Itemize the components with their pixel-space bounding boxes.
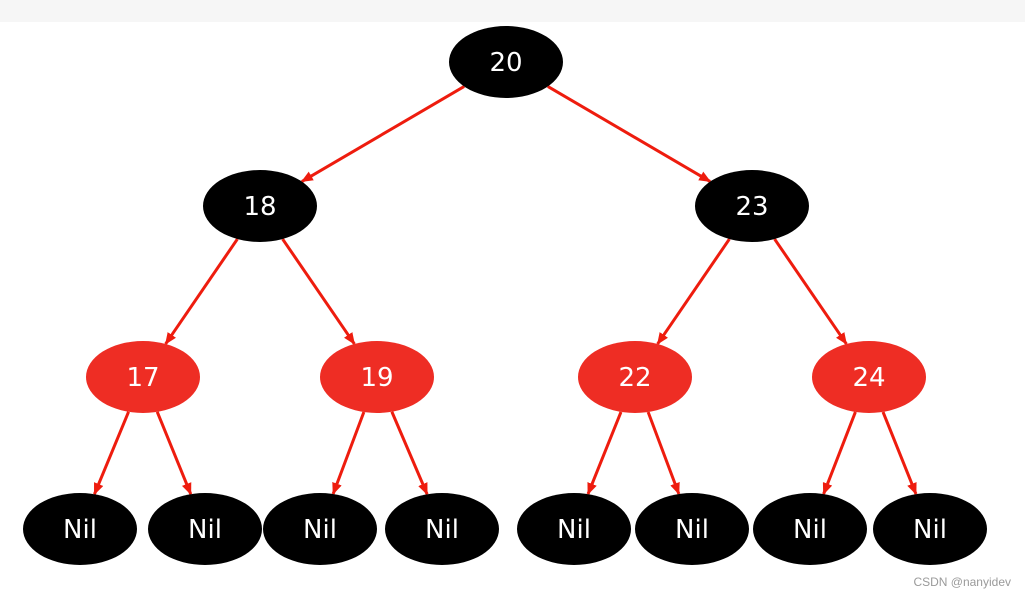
edge-19-to-nil (390, 411, 429, 496)
nil-leaf-node: Nil (263, 493, 377, 565)
tree-node-18-shape (203, 170, 317, 242)
edge-17-to-nil (93, 411, 130, 496)
nil-leaf-node: Nil (23, 493, 137, 565)
nil-leaf-node-shape (873, 493, 987, 565)
edge-24-to-nil (881, 411, 918, 496)
nil-leaf-node-shape (385, 493, 499, 565)
edge-20-to-18 (300, 85, 465, 183)
tree-node-22: 22 (578, 341, 692, 413)
tree-node-20-label: 20 (489, 48, 522, 78)
edge-17-to-nil (155, 411, 193, 496)
edges-group (93, 85, 918, 496)
edge-22-to-nil (586, 411, 623, 496)
nil-leaf-node-shape (23, 493, 137, 565)
nil-leaf-node-label: Nil (63, 515, 97, 545)
tree-node-17-label: 17 (126, 363, 159, 393)
nil-leaf-node-label: Nil (188, 515, 222, 545)
nil-leaf-node: Nil (517, 493, 631, 565)
nil-leaf-node-shape (517, 493, 631, 565)
nil-leaf-node: Nil (148, 493, 262, 565)
tree-node-23: 23 (695, 170, 809, 242)
tree-node-20-shape (449, 26, 563, 98)
edge-23-to-24 (773, 238, 848, 345)
nil-leaf-node: Nil (635, 493, 749, 565)
tree-node-24-label: 24 (852, 363, 885, 393)
tree-node-20: 20 (449, 26, 563, 98)
tree-node-24-shape (812, 341, 926, 413)
tree-node-19-label: 19 (360, 363, 393, 393)
edge-20-to-23 (547, 85, 712, 183)
edge-24-to-nil (822, 411, 857, 495)
nil-leaf-node-shape (148, 493, 262, 565)
nil-leaf-node-label: Nil (303, 515, 337, 545)
tree-node-19: 19 (320, 341, 434, 413)
nil-leaf-node-label: Nil (793, 515, 827, 545)
nil-leaf-node-label: Nil (425, 515, 459, 545)
nil-leaf-node-shape (753, 493, 867, 565)
edge-23-to-22 (656, 238, 731, 345)
tree-node-17: 17 (86, 341, 200, 413)
tree-node-23-shape (695, 170, 809, 242)
tree-node-19-shape (320, 341, 434, 413)
tree-node-17-shape (86, 341, 200, 413)
edge-18-to-19 (281, 238, 356, 345)
nil-leaf-node-shape (635, 493, 749, 565)
nil-leaf-node-shape (263, 493, 377, 565)
nil-leaf-node: Nil (753, 493, 867, 565)
tree-node-18: 18 (203, 170, 317, 242)
tree-node-24: 24 (812, 341, 926, 413)
watermark-text: CSDN @nanyidev (913, 575, 1011, 589)
edge-19-to-nil (331, 411, 366, 495)
top-band (0, 0, 1025, 22)
tree-node-22-shape (578, 341, 692, 413)
tree-node-18-label: 18 (243, 192, 276, 222)
tree-node-23-label: 23 (735, 192, 768, 222)
nil-leaf-node-label: Nil (675, 515, 709, 545)
edge-18-to-17 (164, 238, 239, 345)
edge-22-to-nil (646, 411, 681, 495)
nil-leaf-node: Nil (873, 493, 987, 565)
tree-node-22-label: 22 (618, 363, 651, 393)
nil-leaf-node-label: Nil (913, 515, 947, 545)
nil-leaf-node: Nil (385, 493, 499, 565)
nil-leaf-node-label: Nil (557, 515, 591, 545)
